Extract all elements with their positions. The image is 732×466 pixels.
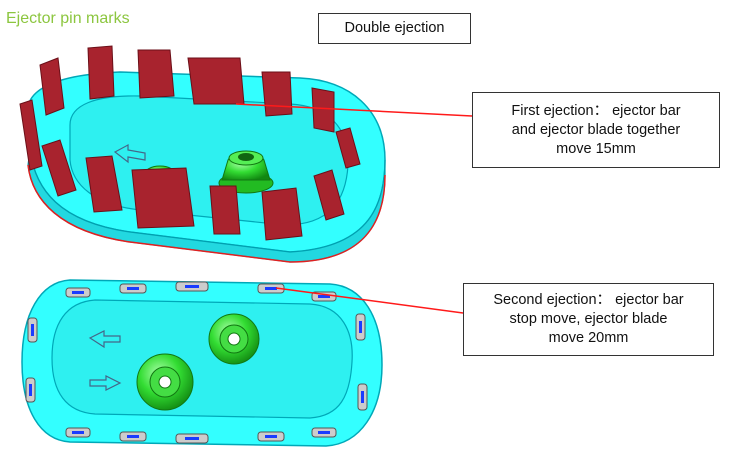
bottom-arrow-left-icon <box>88 330 121 349</box>
ejector-blade <box>85 155 123 213</box>
double-ejection-text: Double ejection <box>344 20 445 36</box>
second-ejection-line-2: stop move, ejector blade <box>509 311 668 327</box>
ejector-blade <box>261 187 303 241</box>
second-ejection-callout: Second ejection： ejector bar stop move, … <box>463 283 714 356</box>
ejector-blade <box>261 71 293 117</box>
ejector-blade <box>187 57 245 105</box>
ejector-blade <box>39 57 65 116</box>
top-part-red-edge <box>27 164 386 263</box>
blade-slot-cores <box>29 285 364 440</box>
second-ejection-line-3: move 20mm <box>548 330 629 346</box>
leader-line-second <box>275 287 464 314</box>
page-title: Ejector pin marks <box>6 10 130 27</box>
bottom-arrow-right-icon <box>89 375 122 391</box>
bottom-part-cavity <box>51 299 353 419</box>
ejector-blade <box>209 185 241 235</box>
ejector-blade <box>19 99 43 171</box>
bottom-part <box>21 279 383 447</box>
second-ejection-line-1: Second ejection： ejector bar <box>493 292 684 308</box>
first-ejection-line-2: and ejector blade together <box>511 121 681 138</box>
bottom-boss-upper <box>208 313 260 365</box>
ejector-blade <box>311 87 335 133</box>
ejector-blade <box>87 45 115 100</box>
leader-line-first <box>235 103 473 117</box>
first-ejection-line-3: move 15mm <box>556 140 636 157</box>
ejector-blade <box>41 139 77 197</box>
first-ejection-line-1: First ejection： ejector bar <box>511 102 681 119</box>
ejector-blades <box>19 45 361 241</box>
double-ejection-label: Double ejection <box>318 13 471 44</box>
top-arrow-icon <box>113 143 146 164</box>
ejector-blade <box>313 169 345 221</box>
ejector-blade <box>137 49 175 99</box>
first-ejection-callout: First ejection： ejector bar and ejector … <box>472 92 720 168</box>
ejector-blade <box>335 127 361 169</box>
top-part <box>19 45 386 263</box>
ejector-blade <box>131 167 195 229</box>
bottom-boss-lower <box>136 353 194 411</box>
